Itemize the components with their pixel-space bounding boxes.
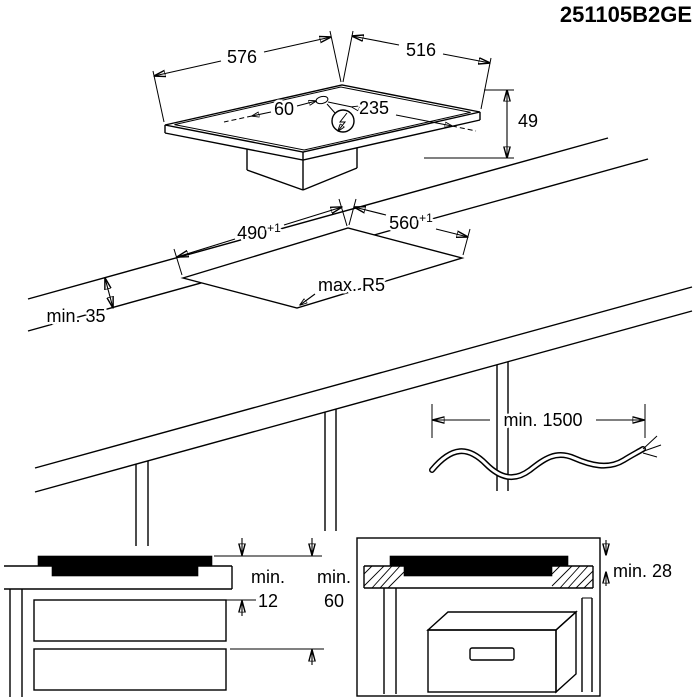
- edge-clearance-label: min. 35: [46, 306, 105, 326]
- oven-side-face: [555, 610, 577, 694]
- dimension-line: [296, 101, 316, 107]
- dimension-line: [154, 60, 222, 76]
- dimension-line: [283, 207, 342, 226]
- dimension-line: [354, 207, 387, 216]
- worktop-front-bottom-line: [34, 310, 693, 493]
- corner-radius-label: max. R5: [318, 275, 385, 295]
- drawer-gap-min-label: min.: [251, 567, 285, 587]
- oven-clearance-view: min. 28: [356, 537, 675, 697]
- worktop-rear-edge-line: [27, 137, 609, 300]
- extension-line: [329, 30, 342, 83]
- extension-line: [462, 228, 471, 256]
- hob-top-view: 576 516 49 60 235: [152, 30, 541, 191]
- drawer-clearance-view: min. 12 min. 60: [4, 538, 354, 697]
- mains-cable-inner: [430, 447, 645, 479]
- cable-length-label: min. 1500: [503, 410, 582, 430]
- power-circle: [331, 109, 355, 133]
- corner-radius-annotation: max. R5: [300, 273, 388, 305]
- cavity-gap-min-label: min.: [317, 567, 351, 587]
- housing-edge: [302, 167, 358, 191]
- extension-line: [451, 125, 477, 132]
- hatch-line: [583, 578, 594, 589]
- hole-offset-right-label: 235: [359, 98, 389, 118]
- extension-line: [173, 248, 183, 276]
- table-legs: [135, 362, 509, 546]
- lightning-bolt-icon: [338, 112, 348, 131]
- hob-housing: [246, 148, 358, 191]
- hob-height-dimension: 49: [424, 89, 541, 159]
- counter-section-hatch: [363, 565, 594, 589]
- drawer-gap-value: 12: [258, 591, 278, 611]
- hob-rim-line: [164, 119, 481, 161]
- oven: [426, 610, 578, 694]
- extension-line: [480, 57, 492, 110]
- hatch-line: [551, 565, 573, 587]
- product-code: 251105B2GE: [560, 2, 692, 27]
- cable-hole-offset-dimensions: 60 235: [223, 96, 477, 132]
- housing-edge: [246, 169, 304, 191]
- hatch-line: [559, 565, 581, 589]
- dimension-line: [435, 228, 468, 237]
- hob-depth-dimension: 516: [342, 30, 492, 110]
- hob-height-label: 49: [518, 111, 538, 131]
- hole-connector-line: [326, 103, 336, 114]
- cable-entry-hole: [315, 95, 329, 105]
- cavity-gap-value: 60: [324, 591, 344, 611]
- power-connection-icon: [331, 109, 355, 133]
- cutout-opening: [180, 227, 465, 309]
- oven-top-face: [426, 611, 578, 631]
- hatch-line: [379, 565, 401, 589]
- hatch-line: [567, 565, 589, 589]
- hob-body-section: [51, 565, 199, 577]
- oven-gap-dimension: min. 28: [606, 540, 675, 586]
- hob-body-section: [403, 565, 553, 577]
- hatch-line: [551, 565, 561, 575]
- cutout-width-label: 560+1: [389, 211, 433, 233]
- wire-strand: [642, 452, 658, 458]
- hob-depth-label: 516: [406, 40, 436, 60]
- oven-gap-label: min. 28: [613, 561, 672, 581]
- cutout-depth-label: 490+1: [237, 221, 281, 243]
- cutout-width-dimension: 560+1: [348, 198, 471, 256]
- worktop-front-edge-line: [34, 286, 693, 469]
- dimension-line: [263, 37, 331, 53]
- extension-line: [342, 30, 354, 83]
- hob-glass-border: [174, 86, 471, 151]
- leader-line: [300, 293, 316, 305]
- drawer-front: [33, 648, 227, 691]
- drawer-gap-dimension: min. 12: [242, 538, 288, 616]
- extension-line: [223, 115, 253, 123]
- wire-strand: [643, 444, 662, 452]
- hob-glass-section: [389, 555, 569, 567]
- cavity-gap-dimension: min. 60: [312, 538, 354, 665]
- oven-handle: [469, 647, 515, 661]
- hatch-line: [363, 565, 373, 575]
- dimension-line: [442, 53, 490, 63]
- worktop-view: 490+1 560+1 max. R5 min. 35: [27, 137, 693, 546]
- hatch-line: [575, 570, 594, 589]
- dimension-line: [105, 278, 113, 308]
- hob-glass-section: [37, 555, 213, 567]
- dimension-line: [177, 238, 236, 257]
- hob-width-dimension: 576: [152, 30, 342, 123]
- cable-length-view: min. 1500: [429, 404, 662, 481]
- inset-frame: [356, 537, 601, 697]
- hole-offset-left-label: 60: [274, 99, 294, 119]
- edge-clearance-dimension: min. 35: [44, 278, 113, 329]
- extension-line: [348, 198, 357, 226]
- wire-strand: [642, 435, 658, 450]
- extension-line: [152, 70, 165, 123]
- cutout-depth-dimension: 490+1: [173, 198, 348, 276]
- dimension-line: [352, 36, 400, 46]
- dimension-line: [395, 114, 452, 126]
- oven-front-face: [427, 629, 557, 693]
- hatch-line: [387, 571, 405, 589]
- dimension-line: [252, 111, 272, 116]
- hatch-line: [371, 565, 393, 589]
- hob-width-label: 576: [227, 47, 257, 67]
- drawer-front: [33, 599, 227, 642]
- hatch-line: [363, 565, 385, 587]
- dimension-line: [327, 101, 352, 107]
- cable-wire-strands: [642, 435, 662, 458]
